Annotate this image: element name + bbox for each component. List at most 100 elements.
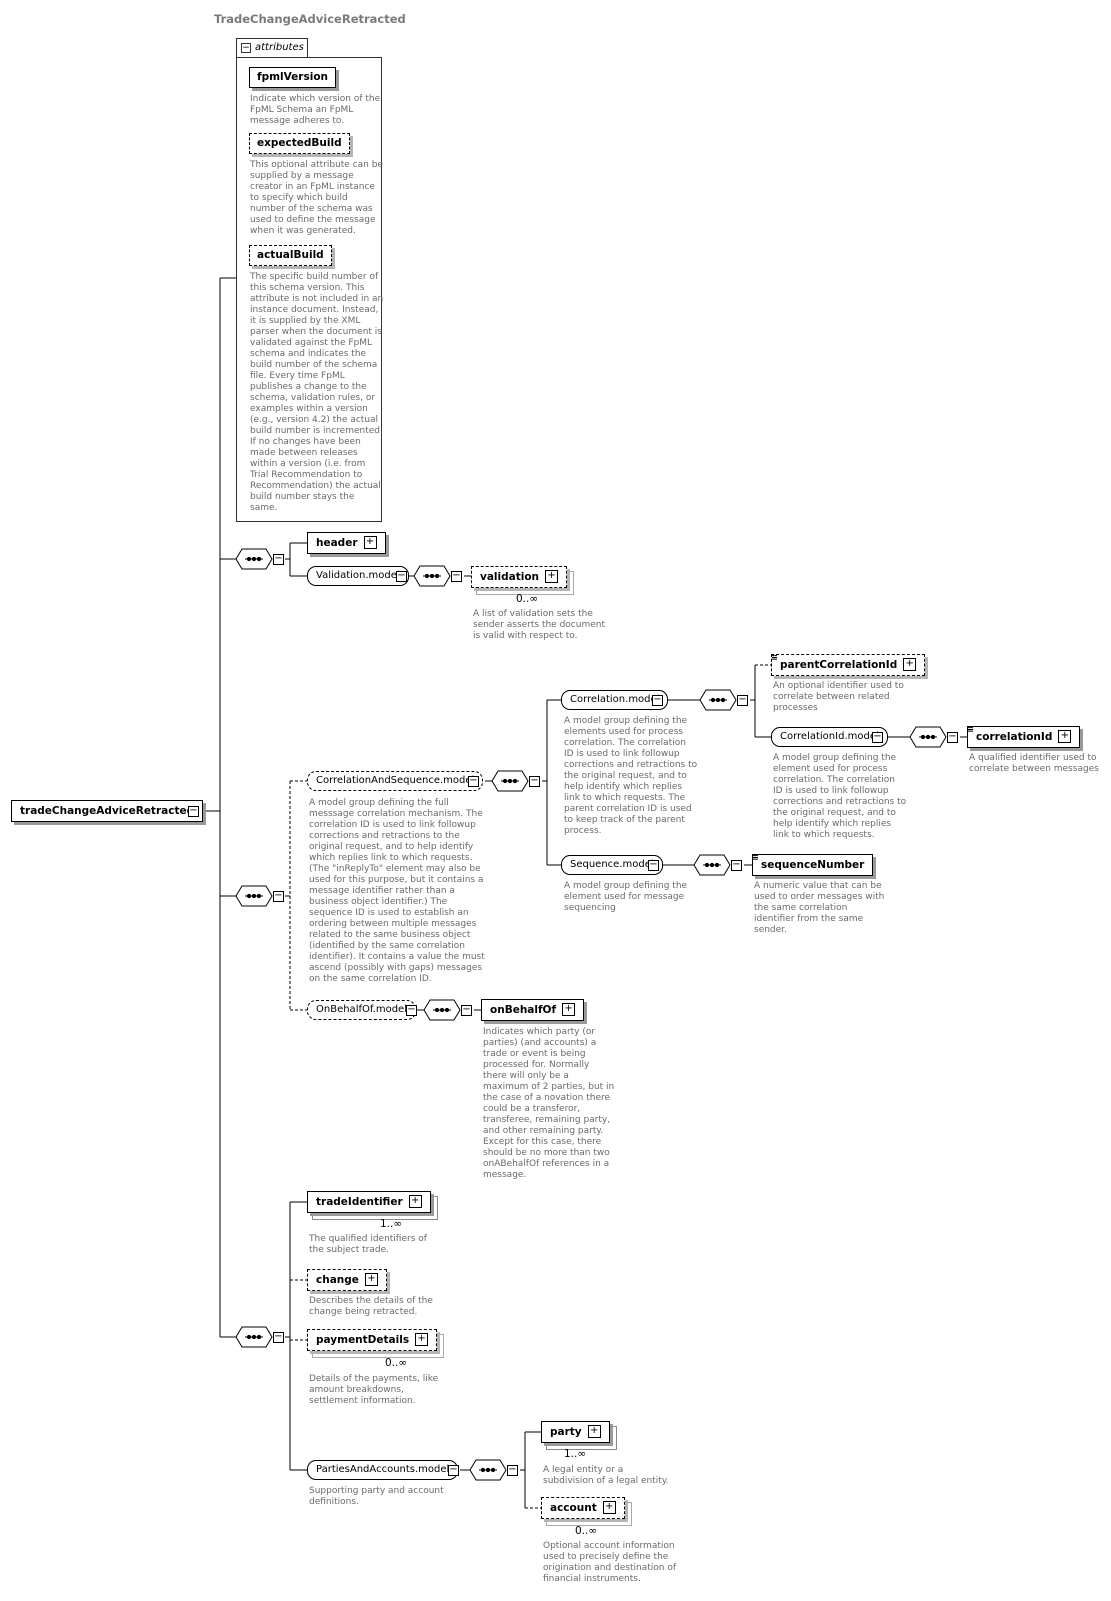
element-parent-correlation-id[interactable]: ≡ parentCorrelationId + (771, 653, 926, 676)
group-doc: Supporting party and account definitions… (309, 1486, 444, 1507)
collapse-icon[interactable]: − (451, 570, 462, 582)
root-element-label: tradeChangeAdviceRetracted (20, 805, 195, 817)
element-correlation-id[interactable]: ≡ correlationId + (967, 725, 1081, 748)
expand-icon[interactable]: + (408, 1194, 422, 1208)
group-validation-model[interactable]: Validation.model (307, 566, 409, 586)
expand-icon[interactable]: + (903, 657, 917, 671)
element-doc: A legal entity or a subdivision of a leg… (543, 1465, 669, 1486)
group-correlation-model[interactable]: Correlation.model (561, 690, 669, 710)
collapse-icon[interactable]: − (461, 1004, 472, 1016)
element-doc: A list of validation sets the sender ass… (473, 609, 605, 641)
element-doc: Optional account information used to pre… (543, 1541, 676, 1584)
group-doc: A model group defining the full messsage… (309, 798, 485, 984)
element-doc: A qualified identifier used to correlate… (969, 753, 1099, 774)
collapse-icon[interactable]: − (273, 1331, 284, 1343)
element-name: correlationId (976, 731, 1053, 743)
element-doc: Details of the payments, like amount bre… (309, 1374, 439, 1406)
element-party[interactable]: party + (541, 1421, 610, 1443)
attribute-expectedbuild[interactable]: expectedBuild (249, 133, 350, 154)
attribute-doc: Indicate which version of the FpML Schem… (250, 94, 381, 126)
collapse-icon[interactable]: − (468, 775, 479, 787)
element-name: paymentDetails (316, 1334, 410, 1346)
expand-icon[interactable]: + (364, 1272, 378, 1286)
element-header[interactable]: header + (307, 532, 386, 554)
group-correlation-and-sequence-model[interactable]: CorrelationAndSequence.model (307, 771, 484, 791)
group-name: PartiesAndAccounts.model (316, 1464, 450, 1475)
cardinality: 0..∞ (385, 1357, 408, 1369)
collapse-icon[interactable]: − (448, 1464, 459, 1476)
attribute-actualbuild[interactable]: actualBuild (249, 245, 332, 266)
collapse-icon[interactable]: − (273, 553, 284, 565)
collapse-icon[interactable]: − (648, 859, 659, 871)
expand-icon[interactable]: + (587, 1424, 601, 1438)
element-name: account (550, 1502, 597, 1514)
simple-type-icon: ≡ (967, 725, 974, 734)
group-doc: A model group defining the elements used… (564, 716, 698, 836)
expand-icon[interactable]: + (562, 1002, 576, 1016)
group-name: CorrelationAndSequence.model (316, 775, 475, 786)
element-on-behalf-of[interactable]: onBehalfOf+ (481, 999, 585, 1021)
element-name: sequenceNumber (761, 859, 865, 871)
cardinality: 1..∞ (380, 1218, 403, 1230)
element-doc: Describes the details of the change bein… (309, 1296, 433, 1317)
attributes-panel: fpmlVersion Indicate which version of th… (236, 57, 384, 522)
attributes-tab-label: attributes (255, 42, 304, 53)
attribute-fpmlversion[interactable]: fpmlVersion (249, 67, 337, 88)
collapse-icon[interactable]: − (241, 43, 251, 53)
cardinality: 0..∞ (516, 593, 539, 605)
element-trade-identifier[interactable]: tradeIdentifier + (307, 1191, 431, 1213)
attribute-doc: This optional attribute can be supplied … (250, 160, 383, 236)
group-name: Sequence.model (570, 859, 654, 870)
root-element[interactable]: tradeChangeAdviceRetracted (11, 800, 204, 822)
cardinality: 1..∞ (564, 1448, 587, 1460)
element-sequence-number[interactable]: ≡ sequenceNumber (752, 854, 874, 876)
element-validation[interactable]: validation + (471, 566, 568, 588)
collapse-icon[interactable]: − (188, 805, 199, 817)
element-account[interactable]: account + (541, 1497, 625, 1519)
collapse-icon[interactable]: − (731, 859, 742, 871)
element-doc: The qualified identifiers of the subject… (309, 1234, 427, 1255)
group-doc: A model group defining the element used … (773, 753, 907, 840)
group-name: CorrelationId.model (780, 731, 879, 742)
collapse-icon[interactable]: − (273, 890, 284, 902)
collapse-icon[interactable]: − (529, 775, 540, 787)
collapse-icon[interactable]: − (396, 570, 407, 582)
group-name: Validation.model (316, 570, 400, 581)
expand-icon[interactable]: + (363, 535, 377, 549)
collapse-icon[interactable]: − (947, 731, 958, 743)
element-name: parentCorrelationId (780, 659, 898, 671)
collapse-icon[interactable]: − (737, 694, 748, 706)
attribute-name: fpmlVersion (257, 71, 329, 83)
attribute-name: actualBuild (257, 249, 324, 261)
expand-icon[interactable]: + (602, 1500, 616, 1514)
element-name: party (550, 1426, 582, 1438)
element-doc: An optional identifier used to correlate… (773, 681, 904, 713)
element-name: header (316, 537, 358, 549)
cardinality: 0..∞ (575, 1525, 598, 1537)
collapse-icon[interactable]: − (406, 1004, 417, 1016)
element-name: change (316, 1274, 359, 1286)
element-name: tradeIdentifier (316, 1196, 403, 1208)
expand-icon[interactable]: + (545, 569, 559, 583)
element-payment-details[interactable]: paymentDetails + (307, 1329, 438, 1351)
expand-icon[interactable]: + (1058, 729, 1072, 743)
collapse-icon[interactable]: − (872, 731, 883, 743)
group-on-behalf-of-model[interactable]: OnBehalfOf.model (307, 1000, 416, 1020)
group-correlation-id-model[interactable]: CorrelationId.model (771, 727, 888, 747)
element-change[interactable]: change + (307, 1269, 387, 1291)
group-name: Correlation.model (570, 694, 660, 705)
complex-type-title: TradeChangeAdviceRetracted (214, 12, 406, 26)
simple-type-icon: ≡ (771, 653, 778, 662)
group-sequence-model[interactable]: Sequence.model (561, 855, 663, 875)
attribute-doc: The specific build number of this schema… (250, 272, 384, 513)
collapse-icon[interactable]: − (507, 1464, 518, 1476)
group-parties-and-accounts-model[interactable]: PartiesAndAccounts.model (307, 1460, 459, 1480)
element-doc: A numeric value that can be used to orde… (754, 881, 885, 935)
attributes-tab[interactable]: − attributes (236, 38, 308, 57)
collapse-icon[interactable]: − (652, 694, 663, 706)
expand-icon[interactable]: + (415, 1332, 429, 1346)
element-name: validation (480, 571, 540, 583)
group-name: OnBehalfOf.model (316, 1004, 407, 1015)
attribute-name: expectedBuild (257, 137, 342, 149)
